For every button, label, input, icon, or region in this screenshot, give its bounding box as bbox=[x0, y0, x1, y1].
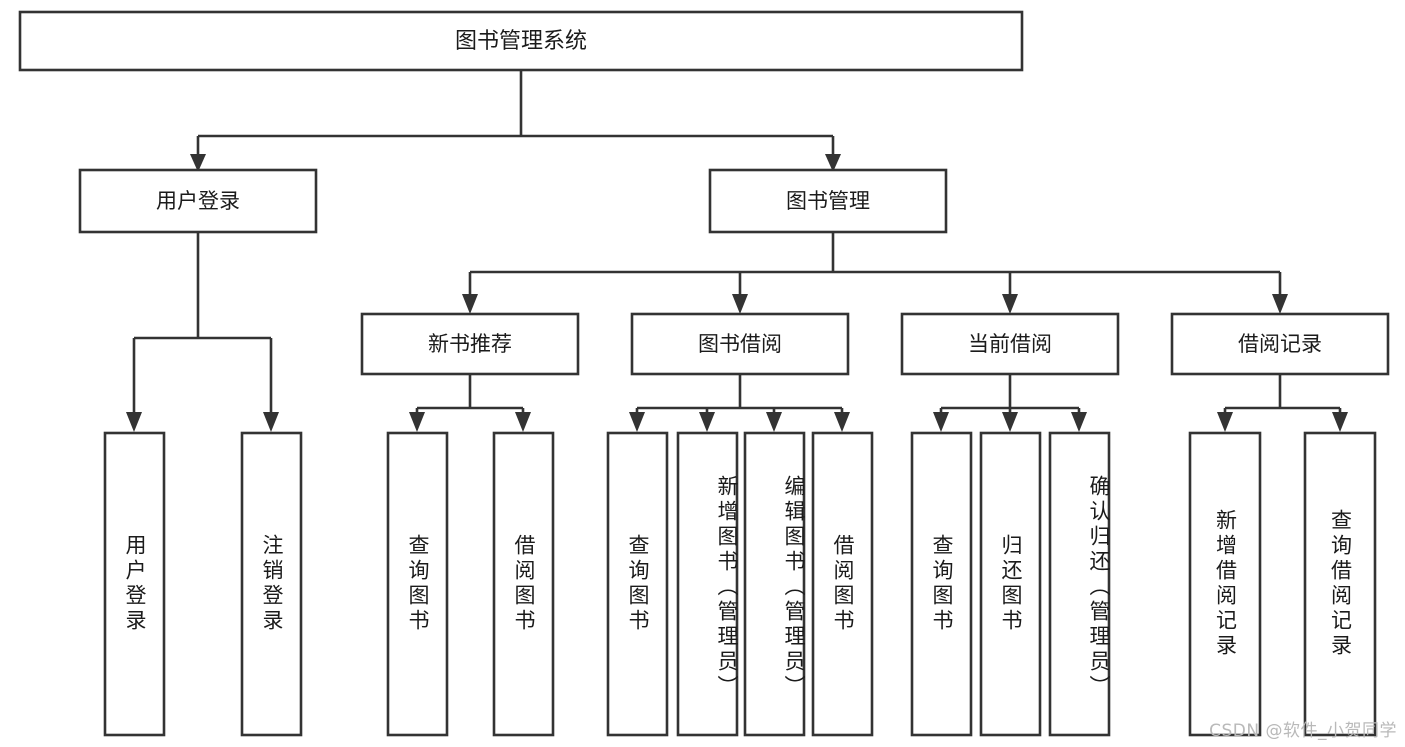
node-borrow-record-box[interactable] bbox=[1170, 312, 1390, 376]
arrow-current-borrow-leaf3 bbox=[1071, 412, 1087, 432]
leaf-borrow-record-1-box[interactable] bbox=[1188, 431, 1262, 737]
node-book-borrow-box[interactable] bbox=[630, 312, 850, 376]
leaf-book-borrow-2-box[interactable] bbox=[676, 431, 739, 737]
node-book-manage-box[interactable] bbox=[708, 168, 948, 234]
arrow-current-borrow-leaf1 bbox=[933, 412, 949, 432]
leaf-new-book-2-box[interactable] bbox=[492, 431, 555, 737]
node-root-box[interactable] bbox=[18, 10, 1024, 72]
arrow-current-borrow-leaf2 bbox=[1002, 412, 1018, 432]
arrow-book-borrow bbox=[732, 294, 748, 314]
node-book-borrow-label: 图书借阅 bbox=[698, 332, 782, 356]
leaf-book-borrow-1-box[interactable] bbox=[606, 431, 669, 737]
arrow-book-borrow-leaf2 bbox=[699, 412, 715, 432]
arrow-user-login bbox=[190, 154, 206, 172]
leaf-current-borrow-2-box[interactable] bbox=[979, 431, 1042, 737]
node-user-login-box[interactable] bbox=[78, 168, 318, 234]
arrow-user-login-leaf2 bbox=[263, 412, 279, 432]
arrow-current-borrow bbox=[1002, 294, 1018, 314]
node-borrow-record-label: 借阅记录 bbox=[1238, 332, 1322, 356]
leaf-user-login-1-box[interactable] bbox=[103, 431, 166, 737]
connector-layer bbox=[126, 70, 1348, 432]
leaf-user-login-2-box[interactable] bbox=[240, 431, 303, 737]
arrow-borrow-record-leaf2 bbox=[1332, 412, 1348, 432]
leaf-current-borrow-3-box[interactable] bbox=[1048, 431, 1111, 737]
csdn-watermark: CSDN @软件_小贺同学 bbox=[1209, 721, 1397, 741]
arrow-user-login-leaf1 bbox=[126, 412, 142, 432]
arrow-borrow-record-leaf1 bbox=[1217, 412, 1233, 432]
arrow-new-book-leaf1 bbox=[409, 412, 425, 432]
node-current-borrow-label: 当前借阅 bbox=[968, 332, 1052, 356]
node-root-label: 图书管理系统 bbox=[455, 29, 587, 54]
arrow-book-borrow-leaf1 bbox=[629, 412, 645, 432]
arrow-book-borrow-leaf3 bbox=[766, 412, 782, 432]
leaf-current-borrow-1-box[interactable] bbox=[910, 431, 973, 737]
node-new-book-label: 新书推荐 bbox=[428, 332, 512, 356]
node-current-borrow-box[interactable] bbox=[900, 312, 1120, 376]
arrow-borrow-record bbox=[1272, 294, 1288, 314]
leaf-book-borrow-3-box[interactable] bbox=[743, 431, 806, 737]
node-book-manage-label: 图书管理 bbox=[786, 189, 870, 213]
node-new-book-box[interactable] bbox=[360, 312, 580, 376]
leaf-book-borrow-4-box[interactable] bbox=[811, 431, 874, 737]
leaf-borrow-record-2-box[interactable] bbox=[1303, 431, 1377, 737]
arrow-new-book bbox=[462, 294, 478, 314]
node-layer: 图书管理系统 用户登录 图书管理 新书推荐 图书借阅 当前借阅 借阅记录 bbox=[18, 10, 1390, 737]
node-user-login-label: 用户登录 bbox=[156, 189, 240, 213]
arrow-book-manage bbox=[825, 154, 841, 172]
arrow-new-book-leaf2 bbox=[515, 412, 531, 432]
arrow-book-borrow-leaf4 bbox=[834, 412, 850, 432]
leaf-new-book-1-box[interactable] bbox=[386, 431, 449, 737]
